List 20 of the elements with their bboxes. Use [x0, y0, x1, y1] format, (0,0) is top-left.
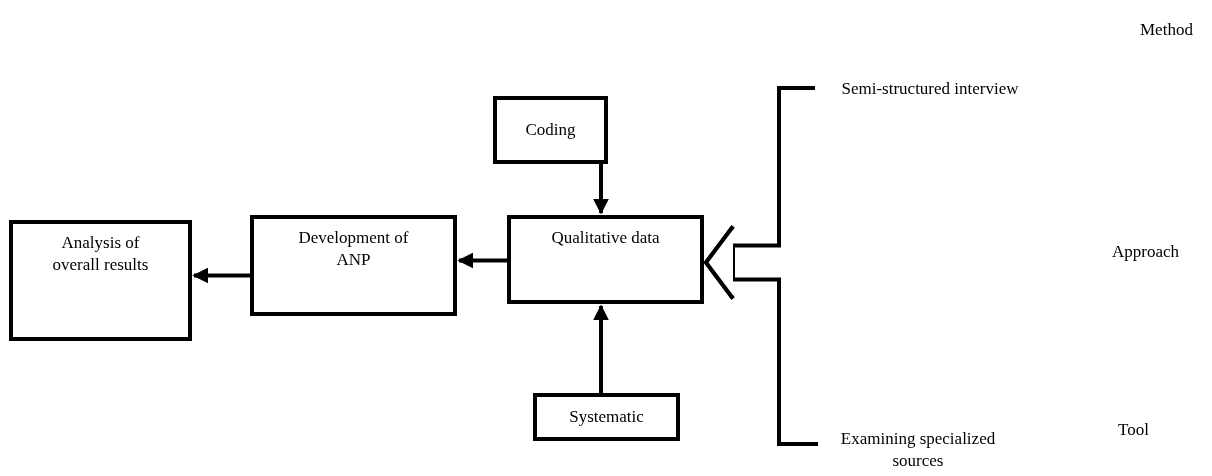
process-box [533, 393, 680, 441]
arrow [457, 252, 507, 269]
axis-label: Method [1140, 20, 1193, 40]
process-box [507, 215, 704, 304]
axis-label: Approach [1112, 242, 1180, 262]
axis-label: Tool [1118, 420, 1149, 440]
node-text: Coding [525, 118, 576, 141]
node-text: Semi-structured interview [841, 78, 1019, 100]
arrow [192, 267, 250, 284]
arrow [704, 224, 818, 446]
process-box [250, 215, 457, 316]
arrow [593, 304, 609, 393]
process-box [9, 220, 192, 341]
node-text: Development of ANP [297, 227, 410, 272]
node-text: Qualitative data [551, 227, 660, 249]
node-text: Systematic [569, 405, 644, 428]
arrow [593, 164, 609, 215]
node-text: Analysis of overall results [51, 232, 150, 277]
process-box [493, 96, 608, 164]
node-text: Examining specialized sources [839, 428, 997, 473]
